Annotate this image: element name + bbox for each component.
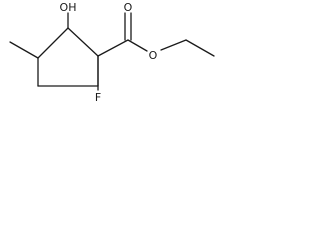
carbonyl-oxygen-label: O <box>124 1 133 14</box>
ester-oxygen-label: O <box>149 49 158 62</box>
ring-bond-c5-c2 <box>67 27 99 57</box>
ester-oxygen-bond <box>127 39 148 52</box>
carbonyl-carbon-bond <box>97 39 129 57</box>
ring-bond-c2-c1 <box>37 27 69 59</box>
molecule-structure: OH O O F <box>9 1 215 104</box>
ethyl-bond-2 <box>185 39 215 57</box>
fluorine-label: F <box>95 91 101 104</box>
cyclopentane-ring <box>37 27 99 87</box>
ethyl-bond-1 <box>160 39 187 51</box>
hydroxyl-label: OH <box>60 1 77 14</box>
methyl-bond <box>9 41 39 59</box>
